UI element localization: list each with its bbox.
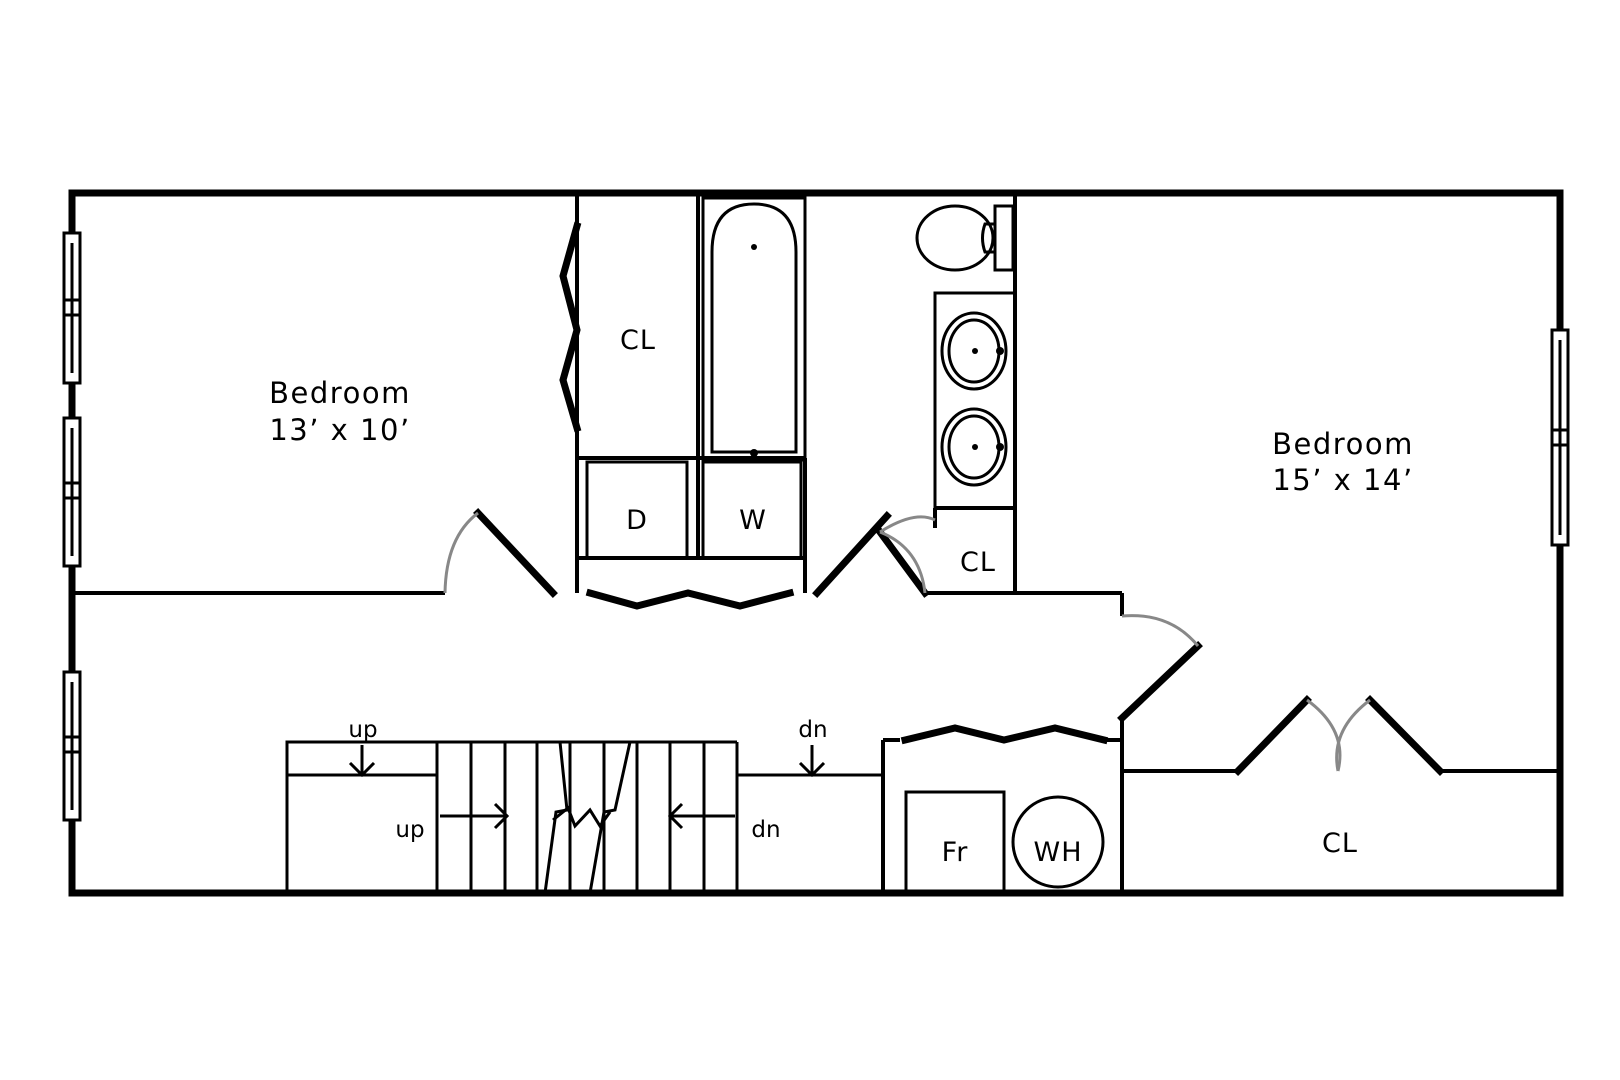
bedroom-right-size: 15’ x 14’ [1272,463,1413,497]
double-vanity [933,291,1017,510]
fridge-label: Fr [942,837,969,868]
arrow-dn-top-icon [798,745,826,778]
toilet [915,204,1015,272]
interior-walls [72,193,1560,893]
water-heater [1011,795,1105,889]
staircase [285,740,883,895]
water-heater-label: WH [1034,837,1083,868]
laundry-bifold-door [585,588,795,610]
arrow-up-side-icon [440,802,510,830]
stair-up-top-label: up [348,717,377,743]
closet-bottom-label: CL [1322,828,1358,859]
door-right-bedroom [1121,614,1200,647]
fridge [904,790,1006,895]
exterior-walls [68,189,1564,897]
bedroom-left-size: 13’ x 10’ [269,413,410,447]
window-right [1550,328,1570,547]
stair-dn-top-label: dn [798,717,827,743]
bedroom-right-name: Bedroom [1272,427,1414,461]
arrow-up-top-icon [348,745,376,778]
closet-bifold-door-top [559,221,582,433]
window-left-1 [62,231,82,385]
stair-up-side-label: up [395,817,424,843]
closet-bath-label: CL [960,547,996,578]
dryer-label: D [626,505,648,536]
bathtub [701,196,807,462]
door-bath [812,511,936,598]
closet-top-label: CL [620,325,656,356]
stair-dn-side-label: dn [751,817,780,843]
window-left-3 [62,670,82,822]
washer-label: W [739,505,767,536]
door-left-bedroom [443,508,558,598]
door-right-closet-bifold [1233,695,1445,776]
arrow-dn-side-icon [667,802,735,830]
bedroom-left-name: Bedroom [269,376,411,410]
window-left-2 [62,416,82,568]
utility-bifold-door [900,724,1109,745]
